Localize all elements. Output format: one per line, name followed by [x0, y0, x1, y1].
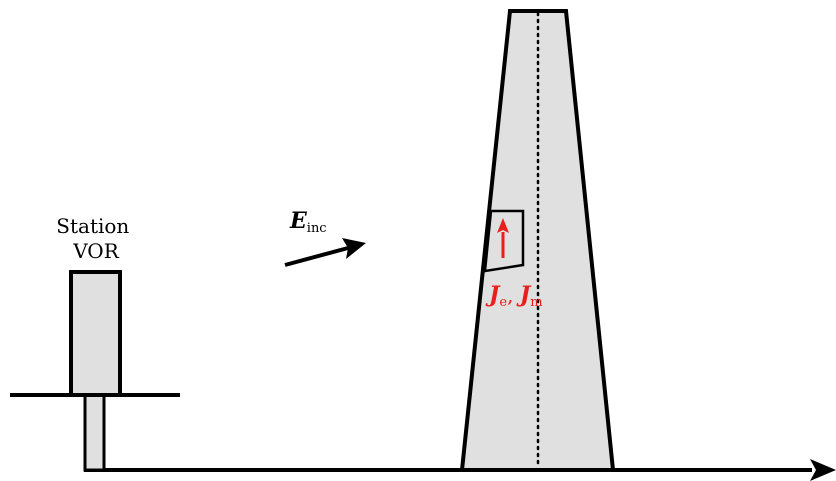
current-separator: ,: [507, 283, 520, 307]
tower-body: [459, 9, 616, 472]
current-e-symbol: J: [485, 282, 501, 308]
station-label-line2: VOR: [72, 239, 119, 263]
vor-station-mast: [83, 393, 106, 472]
current-arrowhead: [497, 218, 509, 233]
station-label-line1: Station: [56, 214, 129, 238]
incident-field-label: Einc: [289, 208, 327, 236]
incident-field-arrowhead: [342, 238, 366, 259]
incident-field-symbol: E: [289, 208, 308, 234]
station-label: Station VOR: [56, 214, 135, 263]
incident-field-arrow: [284, 246, 349, 267]
current-e-subscript: e: [499, 295, 507, 310]
ground-axis-arrowhead: [810, 459, 836, 481]
current-m-subscript: m: [530, 295, 542, 310]
current-m-symbol: J: [516, 282, 532, 308]
incident-field-subscript: inc: [307, 221, 327, 236]
current-label: Je, Jm: [485, 282, 543, 310]
vor-station-body: [69, 270, 122, 397]
